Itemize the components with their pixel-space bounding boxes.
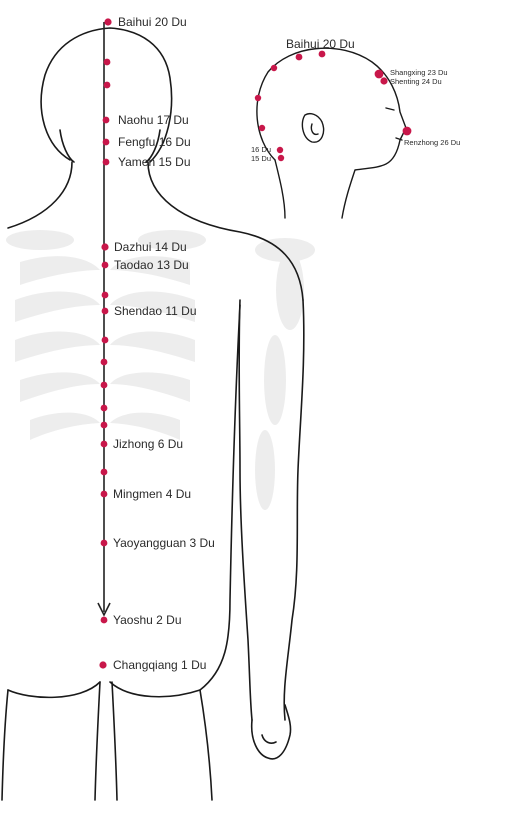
point-taodao xyxy=(102,262,109,269)
point-unlabeled xyxy=(101,469,108,476)
label-baihui: Baihui 20 Du xyxy=(118,15,187,29)
label-jizhong: Jizhong 6 Du xyxy=(113,437,183,451)
point-changqiang xyxy=(99,661,106,668)
point-dazhui xyxy=(101,243,108,250)
label-fengfu: Fengfu 16 Du xyxy=(118,135,191,149)
point-unlabeled xyxy=(102,337,109,344)
head-profile-outline xyxy=(257,48,406,218)
head-label-baihui: Baihui 20 Du xyxy=(286,37,355,51)
point-yamen xyxy=(103,159,110,166)
point-mingmen xyxy=(101,491,108,498)
label-naohu: Naohu 17 Du xyxy=(118,113,189,127)
head-label-shenting: Shenting 24 Du xyxy=(390,77,442,86)
point-fengfu xyxy=(103,139,110,146)
head-point-shangxing xyxy=(375,70,384,79)
head-point-baihui-left xyxy=(296,54,303,61)
point-unlabeled xyxy=(101,422,108,429)
point-unlabeled xyxy=(101,405,108,412)
head-point-unlabeled xyxy=(271,65,277,71)
label-yaoshu: Yaoshu 2 Du xyxy=(113,613,182,627)
label-mingmen: Mingmen 4 Du xyxy=(113,487,191,501)
label-changqiang: Changqiang 1 Du xyxy=(113,658,206,672)
head-point-15 xyxy=(278,155,284,161)
head-point-unlabeled xyxy=(255,95,261,101)
head-label-shangxing: Shangxing 23 Du xyxy=(390,68,448,77)
head-label-16: 16 Du xyxy=(251,145,271,154)
back-point-markers xyxy=(99,18,111,668)
head-point-markers xyxy=(255,51,412,162)
head-label-15: 15 Du xyxy=(251,154,271,163)
point-unlabeled xyxy=(102,292,109,299)
head-point-baihui-right xyxy=(319,51,326,58)
head-point-renzhong xyxy=(403,127,412,136)
point-unlabeled xyxy=(104,59,111,66)
head-point-labels: Baihui 20 Du Shangxing 23 Du Shenting 24… xyxy=(251,37,460,163)
head-label-renzhong: Renzhong 26 Du xyxy=(404,138,460,147)
label-yaoyangguan: Yaoyangguan 3 Du xyxy=(113,536,215,550)
point-jizhong xyxy=(101,441,108,448)
label-shendao: Shendao 11 Du xyxy=(114,304,197,318)
label-dazhui: Dazhui 14 Du xyxy=(114,240,187,254)
head-point-shenting xyxy=(380,77,387,84)
point-shendao xyxy=(102,308,109,315)
skeleton-background xyxy=(6,230,315,510)
point-yaoshu xyxy=(101,617,108,624)
head-point-unlabeled xyxy=(259,125,265,131)
point-unlabeled xyxy=(104,82,111,89)
point-unlabeled xyxy=(101,382,108,389)
point-naohu xyxy=(103,117,110,124)
point-unlabeled xyxy=(101,359,108,366)
point-yaoyangguan xyxy=(101,540,108,547)
head-point-16 xyxy=(277,147,283,153)
label-taodao: Taodao 13 Du xyxy=(114,258,189,272)
label-yamen: Yamen 15 Du xyxy=(118,155,191,169)
point-baihui xyxy=(104,18,111,25)
